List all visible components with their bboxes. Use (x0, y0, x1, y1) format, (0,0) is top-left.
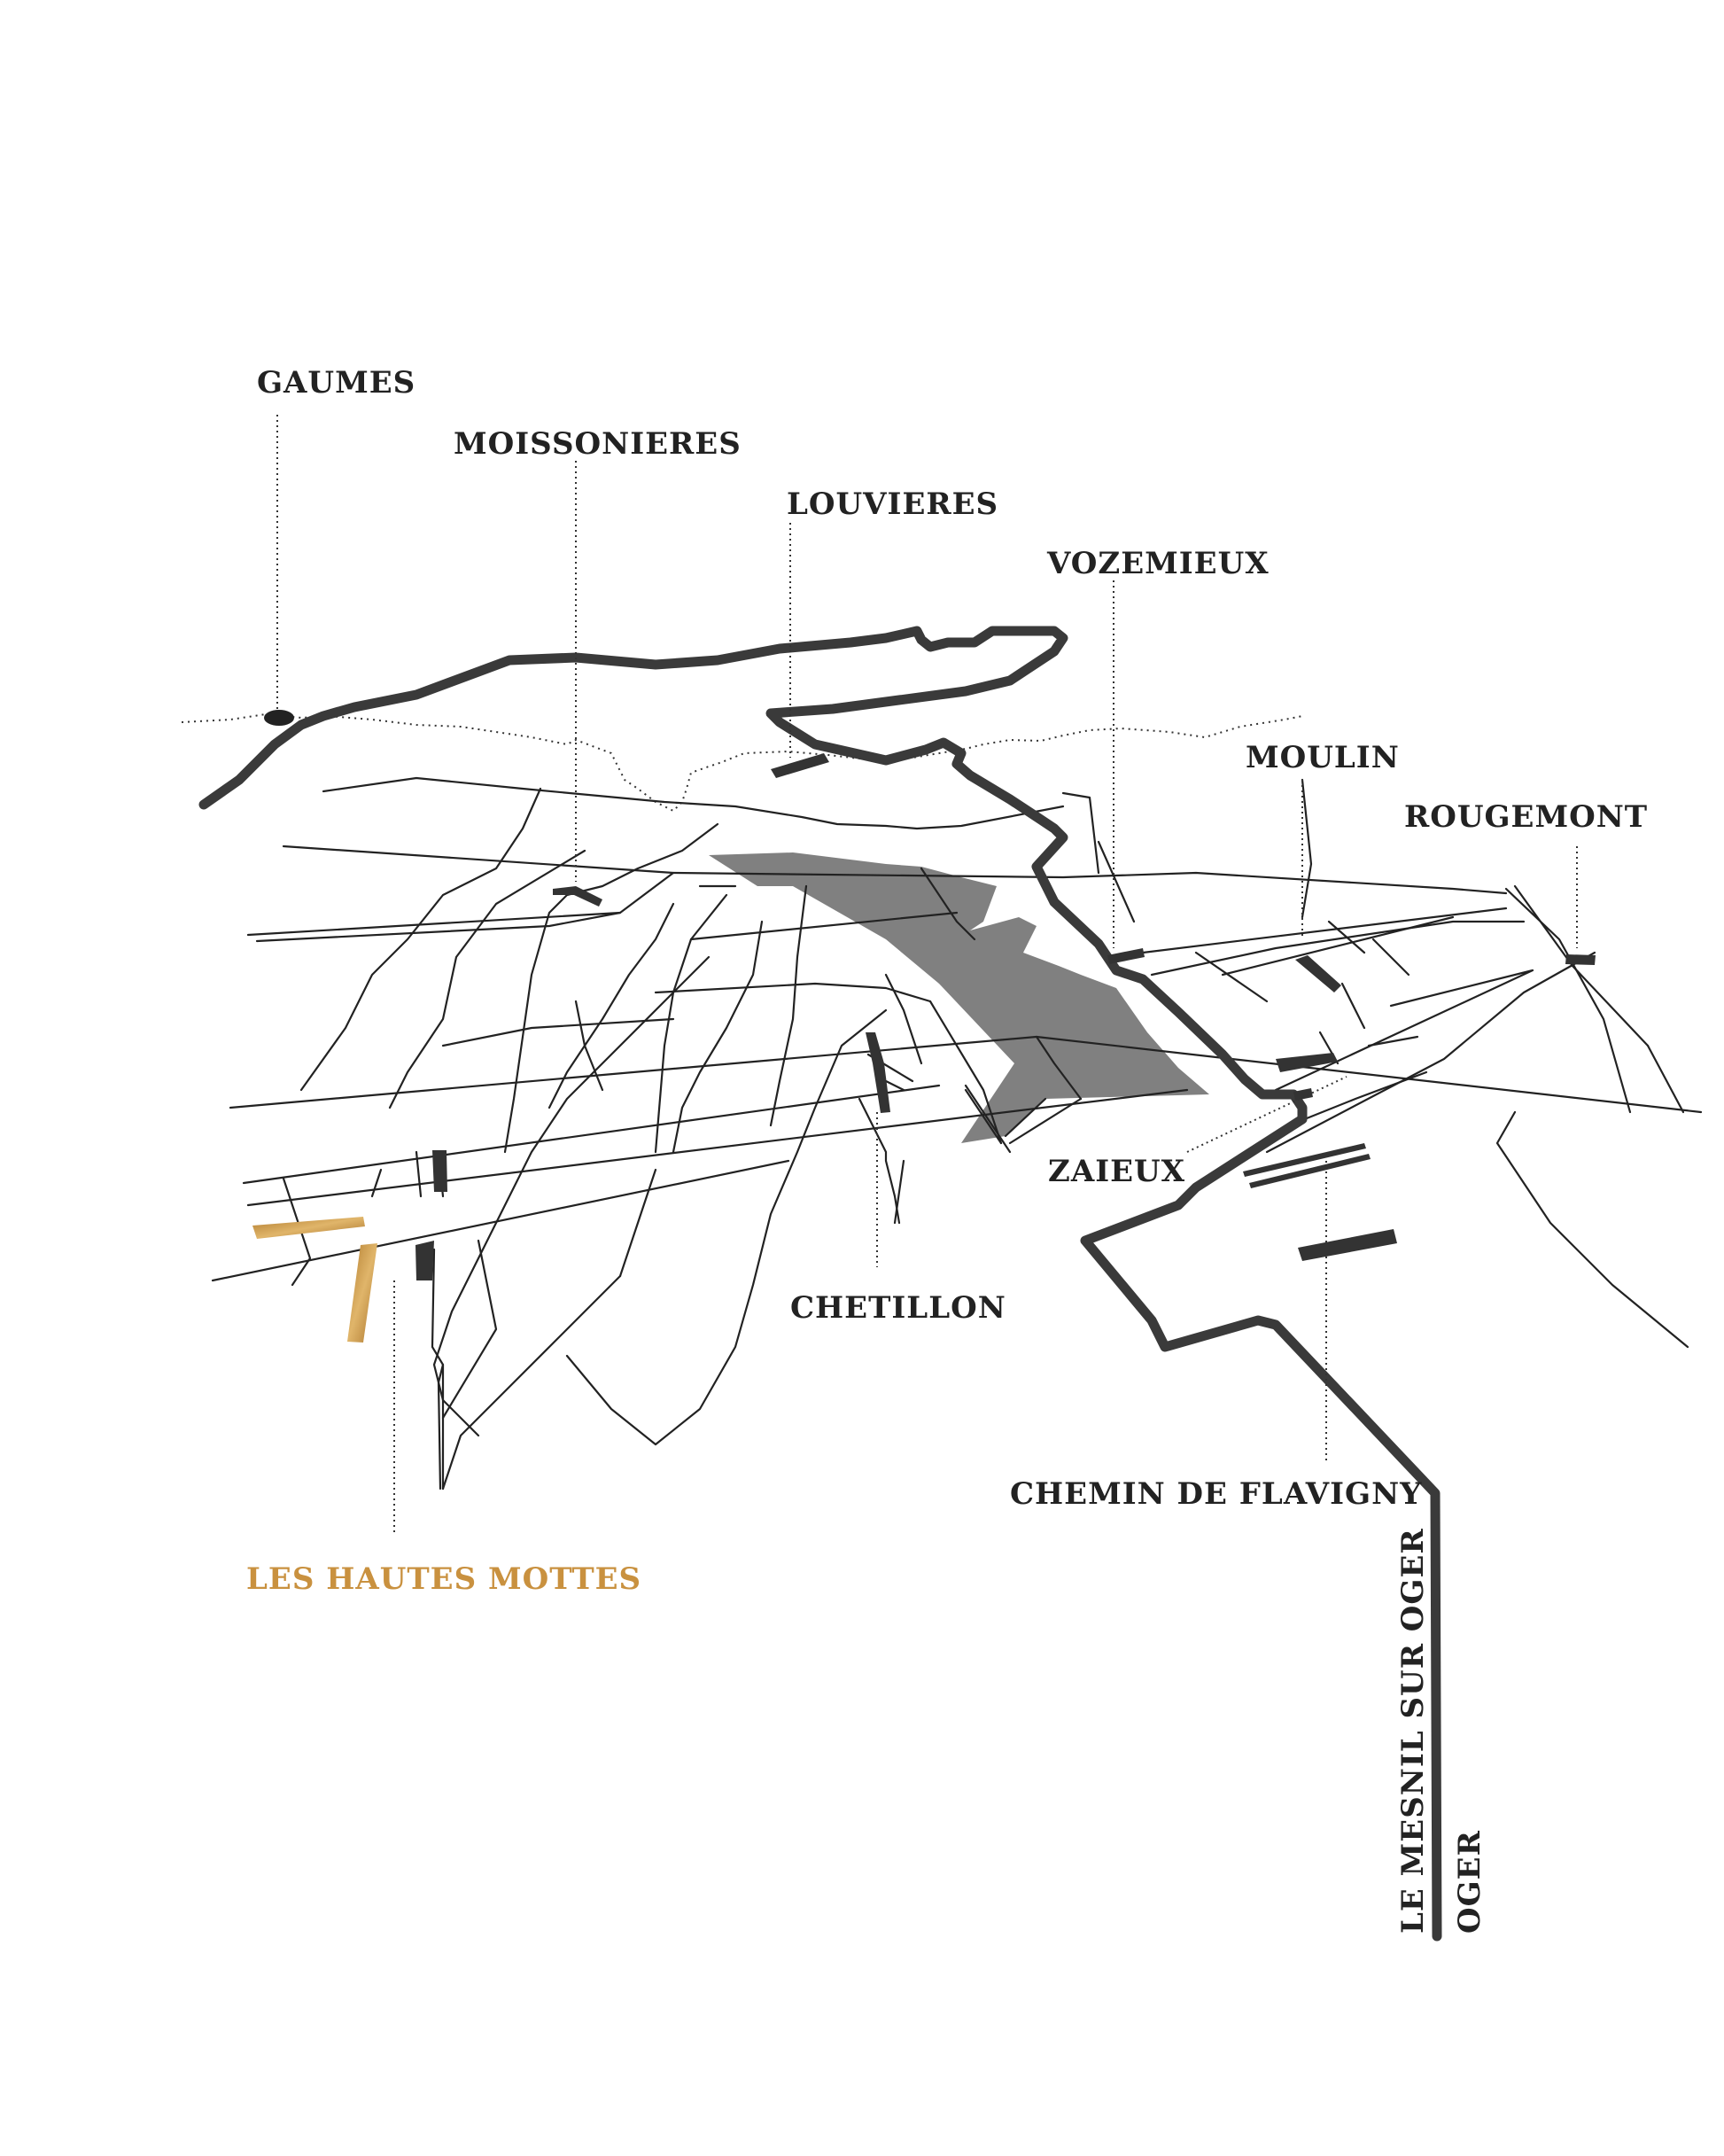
plot-vozemieux (1107, 948, 1145, 964)
leader-lines (276, 415, 1578, 1533)
main-road (198, 626, 1442, 1942)
plot-hautes-mottes-2 (415, 1241, 434, 1280)
label-moulin: MOULIN (1246, 740, 1400, 775)
label-vozemieux: VOZEMIEUX (1046, 546, 1270, 581)
label-chetillon: CHETILLON (790, 1290, 1006, 1326)
plot-zaieux (1276, 1053, 1338, 1072)
plot-chemin-flavigny-3 (1298, 1229, 1397, 1261)
plot-moissonieres (553, 886, 602, 907)
plot-hautes-mottes-1 (432, 1150, 447, 1192)
plot-zaieux-2 (1293, 1088, 1313, 1101)
plot-chetillon (866, 1032, 890, 1113)
label-oger: OGER (1452, 1830, 1487, 1934)
gaumes-marker (264, 710, 294, 726)
les-hautes-mottes-parcel (252, 1217, 377, 1343)
plot-rougemont (1565, 954, 1596, 965)
road-network (211, 776, 1703, 1491)
label-gaumes: GAUMES (257, 365, 415, 401)
plot-moulin (1295, 955, 1341, 992)
village-area (709, 852, 1209, 1143)
plot-chemin-flavigny-2 (1249, 1154, 1371, 1188)
commune-boundary (181, 712, 1303, 813)
plot-louvieres (771, 753, 829, 778)
label-le-mesnil-sur-oger: LE MESNIL SUR OGER (1395, 1528, 1431, 1934)
label-moissonieres: MOISSONIERES (454, 426, 742, 462)
plot-chemin-flavigny-1 (1243, 1143, 1366, 1177)
label-rougemont: ROUGEMONT (1404, 799, 1648, 835)
vineyard-plots (415, 753, 1596, 1280)
label-les-hautes-mottes: LES HAUTES MOTTES (246, 1561, 641, 1597)
label-zaieux: ZAIEUX (1048, 1154, 1185, 1189)
label-louvieres: LOUVIERES (787, 486, 998, 522)
label-chemin-de-flavigny: CHEMIN DE FLAVIGNY (1010, 1476, 1422, 1512)
